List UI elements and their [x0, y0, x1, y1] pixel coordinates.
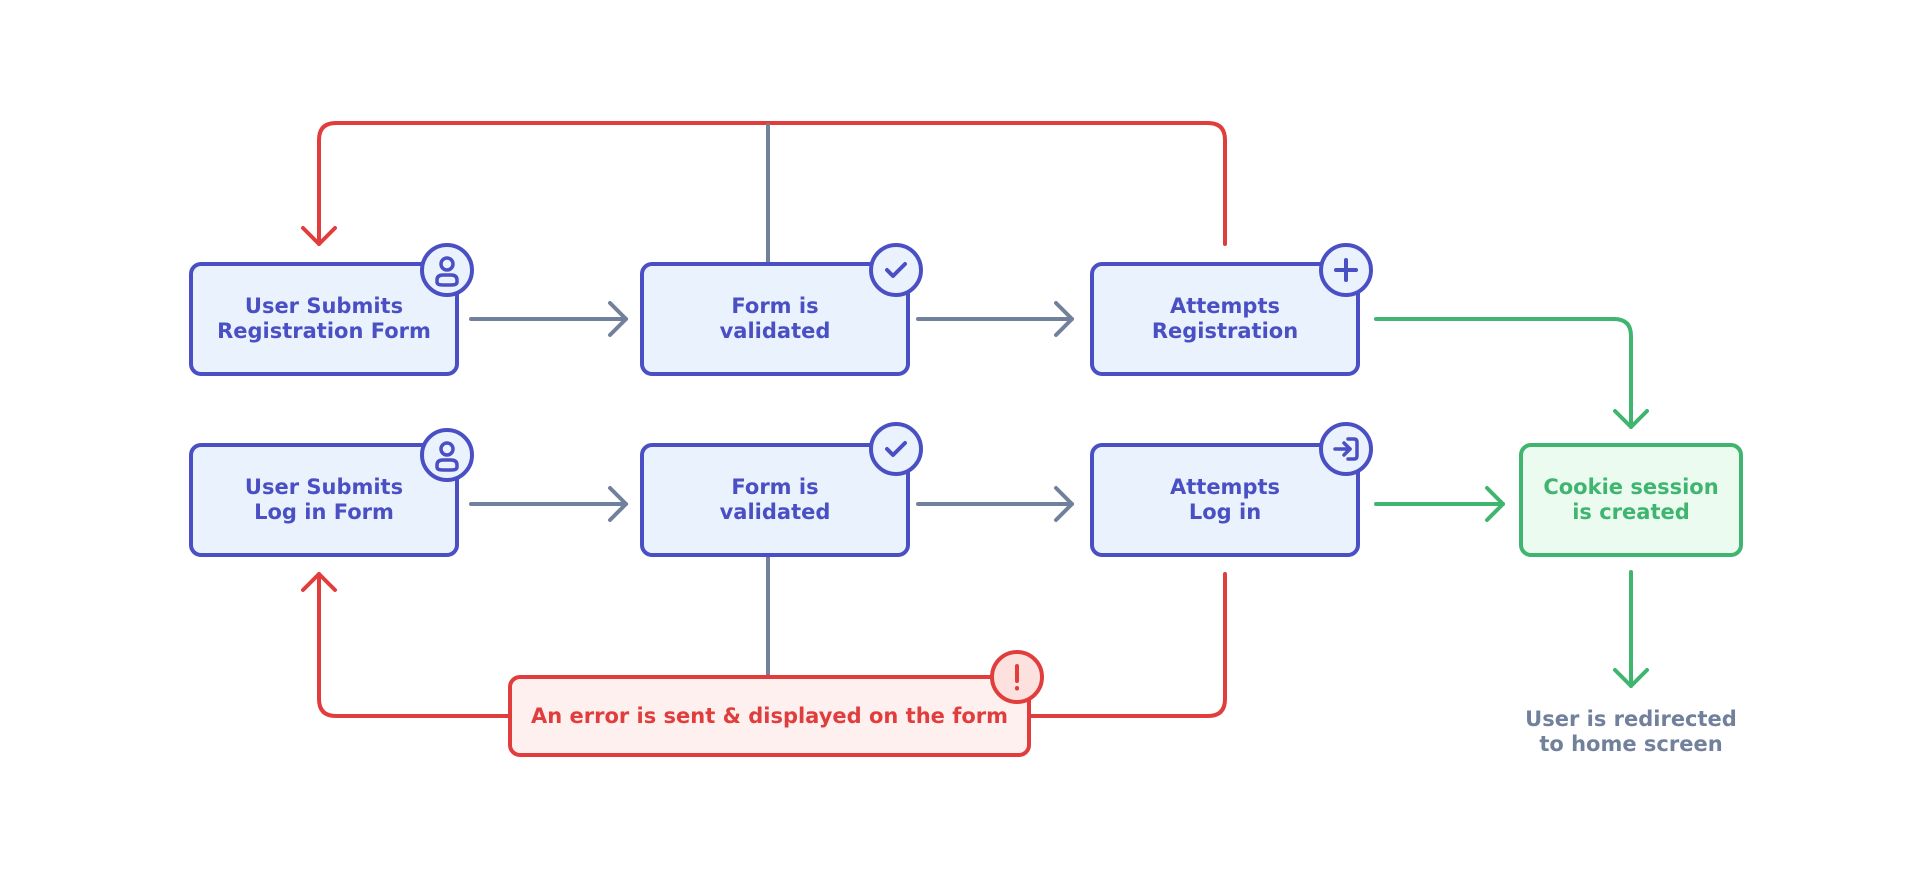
- error-return-arrow-bottom: [317, 572, 510, 718]
- node-label-line: Form is: [731, 294, 819, 318]
- arrowhead-down-green: [1613, 409, 1649, 429]
- arrowhead-down-red: [301, 226, 337, 246]
- check-icon: [869, 422, 923, 476]
- node-label-line: Attempts: [1169, 294, 1280, 318]
- node-label-line: validated: [719, 319, 831, 343]
- node-label-line: Log in: [1188, 500, 1262, 524]
- exclamation-icon: [990, 650, 1044, 704]
- arrowhead-down-green: [1613, 668, 1649, 688]
- node-label-line: Registration: [1151, 319, 1299, 343]
- arrowhead-right-grey: [608, 486, 628, 522]
- arrowhead-right-green: [1485, 486, 1505, 522]
- outcome-label-line: to home screen: [1539, 732, 1723, 756]
- node-label-line: Attempts: [1169, 475, 1281, 499]
- node-label-line: is created: [1572, 500, 1690, 524]
- login-icon: [1319, 422, 1373, 476]
- plus-icon: [1319, 243, 1373, 297]
- node-label-line: Cookie session: [1543, 475, 1719, 499]
- outcome-label-line: User is redirected: [1525, 707, 1737, 731]
- node-label-line: Log in Form: [254, 500, 394, 524]
- error-return-arrow-top: [317, 121, 1227, 246]
- check-icon: [869, 243, 923, 297]
- node-label-line: Registration Form: [217, 319, 431, 343]
- node-label-line: An error is sent & displayed on the form: [530, 703, 1009, 728]
- node-label-line: User Submits: [244, 294, 404, 318]
- node-label-line: validated: [719, 500, 831, 524]
- login-attempt-to-error-box: [1028, 572, 1227, 718]
- node-error-displayed: An error is sent & displayed on the form: [508, 675, 1031, 757]
- arrow-reg-attempt-to-cookie: [1374, 317, 1633, 429]
- user-icon: [420, 428, 474, 482]
- user-icon: [420, 243, 474, 297]
- outcome-redirect-home: User is redirected to home screen: [1511, 707, 1751, 757]
- arrowhead-right-grey: [608, 301, 628, 337]
- arrowhead-right-grey: [1054, 301, 1074, 337]
- arrowhead-up-red: [301, 572, 337, 592]
- node-label-line: Form is: [731, 475, 819, 499]
- arrowhead-right-grey: [1054, 486, 1074, 522]
- node-label-line: User Submits: [244, 475, 404, 499]
